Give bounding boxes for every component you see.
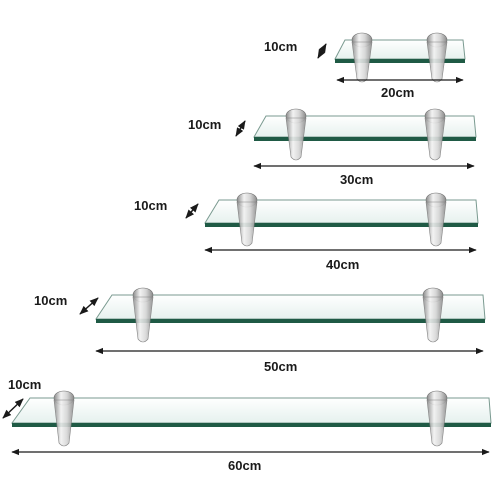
- shelf-50cm-depth-label: 10cm: [34, 293, 68, 308]
- bracket-body: [285, 117, 307, 161]
- shelf-bracket: [132, 287, 154, 343]
- shelf-bracket: [53, 390, 75, 447]
- glass-shelf-edge: [96, 319, 485, 323]
- shelf-bracket: [424, 108, 446, 161]
- shelf-bracket: [422, 287, 444, 343]
- shelf-30cm-depth-label: 10cm: [188, 117, 222, 132]
- shelf-bracket: [285, 108, 307, 161]
- bracket-body: [425, 201, 447, 247]
- shelf-bracket: [426, 32, 448, 83]
- bracket-body: [422, 296, 444, 343]
- shelf-60cm-width-label: 60cm: [228, 458, 262, 473]
- bracket-body: [426, 41, 448, 83]
- shelf-40cm-width-label: 40cm: [326, 257, 360, 272]
- depth-dimension-arrow: [2, 398, 24, 419]
- shelf-50cm-width-label: 50cm: [264, 359, 298, 374]
- shelf-bracket: [425, 192, 447, 247]
- bracket-body: [53, 399, 75, 447]
- shelf-5: [2, 390, 492, 456]
- depth-dimension-arrow: [185, 203, 199, 219]
- shelf-bracket: [426, 390, 448, 447]
- shelf-1: [317, 32, 466, 84]
- glass-shelf-edge: [205, 223, 478, 227]
- glass-shelf-edge: [12, 423, 491, 427]
- shelf-20cm-depth-label: 10cm: [264, 39, 298, 54]
- shelf-2: [235, 108, 477, 170]
- shelf-30cm-width-label: 30cm: [340, 172, 374, 187]
- bracket-body: [132, 296, 154, 343]
- bracket-body: [426, 399, 448, 447]
- depth-dimension-arrow: [235, 120, 246, 137]
- shelf-40cm-depth-label: 10cm: [134, 198, 168, 213]
- shelf-bracket: [236, 192, 258, 247]
- glass-shelf-edge: [335, 59, 465, 63]
- shelf-4: [79, 287, 486, 355]
- glass-shelf-edge: [254, 137, 476, 141]
- bracket-body: [424, 117, 446, 161]
- depth-dimension-arrow: [317, 43, 327, 59]
- depth-dimension-arrow: [79, 297, 99, 315]
- bracket-body: [236, 201, 258, 247]
- shelf-bracket: [351, 32, 373, 83]
- shelf-60cm-depth-label: 10cm: [8, 377, 42, 392]
- glass-shelf-face: [11, 397, 492, 424]
- shelf-20cm-width-label: 20cm: [381, 85, 415, 100]
- bracket-body: [351, 41, 373, 83]
- shelf-3: [185, 192, 479, 254]
